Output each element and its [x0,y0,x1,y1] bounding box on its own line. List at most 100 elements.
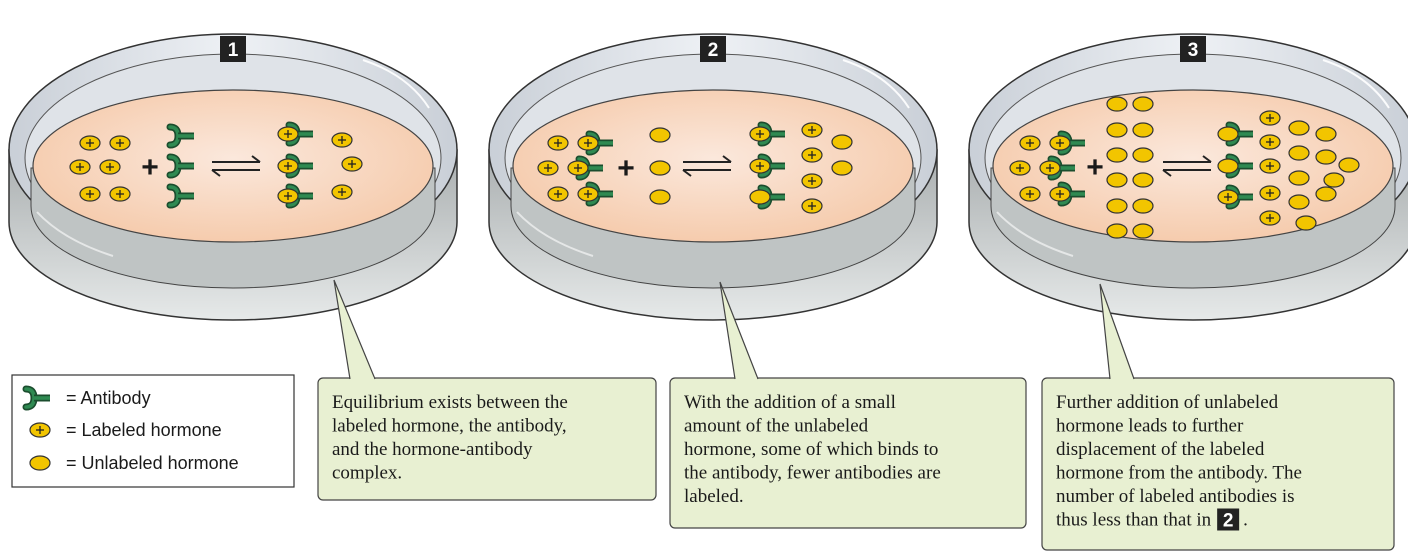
unlabeled-hormone [1323,172,1345,188]
callout-pointer [1099,283,1135,380]
callout-panel-2: With the addition of a small amount of th… [669,281,1027,529]
callout-text-line: displacement of the labeled [1056,439,1265,460]
callout-text-line: complex. [332,463,402,484]
callout-text-line: hormone, some of which binds to [684,439,938,460]
callout-text-line: With the addition of a small [684,392,896,413]
labeled-hormone [1259,158,1281,174]
callout-text-line: hormone from the antibody. The [1056,463,1302,484]
callout-panel-3: Further addition of unlabeled hormone lea… [1041,283,1395,551]
legend-antibody-label: = Antibody [66,388,151,408]
labeled-hormone [1259,185,1281,201]
labeled-hormone [547,135,569,151]
callout-box [669,377,1027,529]
legend-labeled-label: = Labeled hormone [66,420,222,440]
trailing-period: . [1243,510,1248,531]
callout-box [1041,377,1395,551]
unlabeled-hormone [1315,149,1337,165]
unlabeled-hormone [1132,122,1154,138]
callout-text-line: Equilibrium exists between the [332,392,568,413]
labeled-hormone [341,156,363,172]
unlabeled-hormone [1132,172,1154,188]
callout-text-line: number of labeled antibodies is [1056,486,1295,507]
panel-number-box [700,36,726,62]
callout-box [317,377,657,501]
dish-contents: + + + [69,96,1360,239]
unlabeled-hormone [1315,186,1337,202]
callout-text-line: amount of the unlabeled [684,416,869,437]
callouts: Equilibrium exists between the labeled ho… [317,279,1395,551]
unlabeled-hormone [1106,122,1128,138]
unlabeled-hormone [1288,194,1310,210]
labeled-hormone [1259,210,1281,226]
unlabeled-hormone [1132,223,1154,239]
unlabeled-hormone-icon [29,455,51,471]
unlabeled-hormone [1132,198,1154,214]
panel-number-box [220,36,246,62]
panel-number-box [1180,36,1206,62]
unlabeled-hormone [1295,215,1317,231]
callout-text-line: the antibody, fewer antibodies are [684,463,941,484]
labeled-hormone [331,184,353,200]
reference-number: 2 [1223,511,1234,532]
labeled-hormone [79,186,101,202]
labeled-hormone [1019,186,1041,202]
panel-number: 3 [1188,40,1199,61]
labeled-hormone [69,159,91,175]
unlabeled-hormone [831,160,853,176]
legend-box [11,374,295,488]
petri-dishes: 1 2 3 [8,33,1408,321]
unlabeled-hormone [1106,96,1128,112]
unlabeled-hormone [1106,223,1128,239]
labeled-hormone [801,173,823,189]
labeled-hormone [331,132,353,148]
unlabeled-hormone [1338,157,1360,173]
petri-dish: 1 [8,33,458,321]
unlabeled-hormone [1132,147,1154,163]
unlabeled-hormone [1288,145,1310,161]
reference-number-box [1217,508,1240,531]
labeled-hormone [537,160,559,176]
callout-panel-1: Equilibrium exists between the labeled ho… [317,279,657,501]
plus-sign: + [141,151,159,184]
labeled-hormone [801,147,823,163]
petri-dish: 2 [488,33,938,321]
labeled-hormone [1019,135,1041,151]
labeled-hormone [1009,160,1031,176]
callout-pointer [719,281,759,380]
callout-text-line: labeled hormone, the antibody, [332,416,567,437]
callout-pointer [333,279,376,380]
unlabeled-hormone [1106,147,1128,163]
legend-unlabeled-label: = Unlabeled hormone [66,453,239,473]
labeled-hormone [1259,110,1281,126]
labeled-hormone [79,135,101,151]
labeled-hormone [1259,134,1281,150]
panel-number: 1 [228,40,239,61]
plus-sign: + [617,152,635,185]
labeled-hormone-icon [29,422,51,438]
unlabeled-hormone [649,127,671,143]
callout-text-line: thus less than that in [1056,510,1212,531]
panel-number: 2 [708,40,719,61]
labeled-hormone [801,122,823,138]
labeled-hormone [109,135,131,151]
labeled-hormone [99,159,121,175]
unlabeled-hormone [649,189,671,205]
labeled-hormone [109,186,131,202]
plus-sign: + [1086,151,1104,184]
callout-text-line: labeled. [684,486,744,507]
labeled-hormone [547,186,569,202]
unlabeled-hormone [649,160,671,176]
unlabeled-hormone [1288,120,1310,136]
unlabeled-hormone [1288,170,1310,186]
callout-text-line: hormone leads to further [1056,416,1244,437]
legend: = Antibody = Labeled hormone = Unlabeled… [11,374,295,488]
callout-text-line: Further addition of unlabeled [1056,392,1279,413]
unlabeled-hormone [831,134,853,150]
callout-text-line: and the hormone-antibody [332,439,533,460]
unlabeled-hormone [1132,96,1154,112]
unlabeled-hormone [1106,198,1128,214]
labeled-hormone [801,198,823,214]
unlabeled-hormone [1106,172,1128,188]
unlabeled-hormone [1315,126,1337,142]
